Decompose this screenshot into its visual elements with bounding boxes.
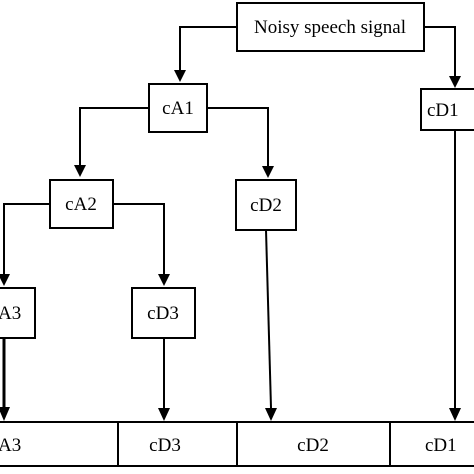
node-a3-label: A3 (0, 303, 21, 324)
arrowhead-out-cd2 (265, 408, 277, 421)
output-cell-cd1: cD1 (425, 435, 457, 456)
edge-ca1-to-cd2 (207, 107, 269, 166)
arrowhead-ca1 (174, 70, 186, 82)
node-cd3-label: cD3 (147, 303, 179, 324)
arrowhead-out-cd1 (449, 408, 461, 421)
node-cd1-label: cD1 (427, 100, 459, 121)
edge-cd2-to-output (265, 229, 272, 409)
node-cd3: cD3 (131, 287, 196, 339)
node-root-label: Noisy speech signal (254, 17, 406, 38)
node-ca1: cA1 (148, 83, 208, 133)
output-cell-cd3: cD3 (149, 435, 181, 456)
arrowhead-cd2 (262, 166, 274, 178)
edge-ca2-to-a3 (3, 203, 50, 274)
arrowhead-out-cd3 (158, 408, 170, 421)
arrowhead-cd3 (158, 274, 170, 286)
edge-ca2-to-cd3 (113, 203, 165, 274)
arrowhead-cd1 (449, 76, 461, 88)
node-cd2-label: cD2 (250, 195, 282, 216)
edge-ca1-to-ca2 (79, 107, 149, 165)
output-cell-a3: A3 (0, 435, 21, 456)
node-a3: A3 (0, 287, 36, 339)
edges (0, 26, 461, 421)
node-ca2: cA2 (49, 179, 114, 229)
node-cd1: cD1 (420, 88, 474, 131)
arrowhead-out-a3 (0, 407, 10, 421)
node-ca1-label: cA1 (162, 98, 194, 119)
node-root: Noisy speech signal (236, 2, 425, 52)
arrowhead-a3 (0, 274, 10, 286)
arrowhead-ca2 (74, 165, 86, 177)
edge-root-to-ca1 (179, 26, 237, 70)
node-ca2-label: cA2 (65, 194, 97, 215)
output-cell-cd2: cD2 (297, 435, 329, 456)
output-row: A3 cD3 cD2 cD1 (0, 421, 474, 467)
edge-root-to-cd1 (424, 26, 456, 76)
node-cd2: cD2 (235, 179, 297, 231)
